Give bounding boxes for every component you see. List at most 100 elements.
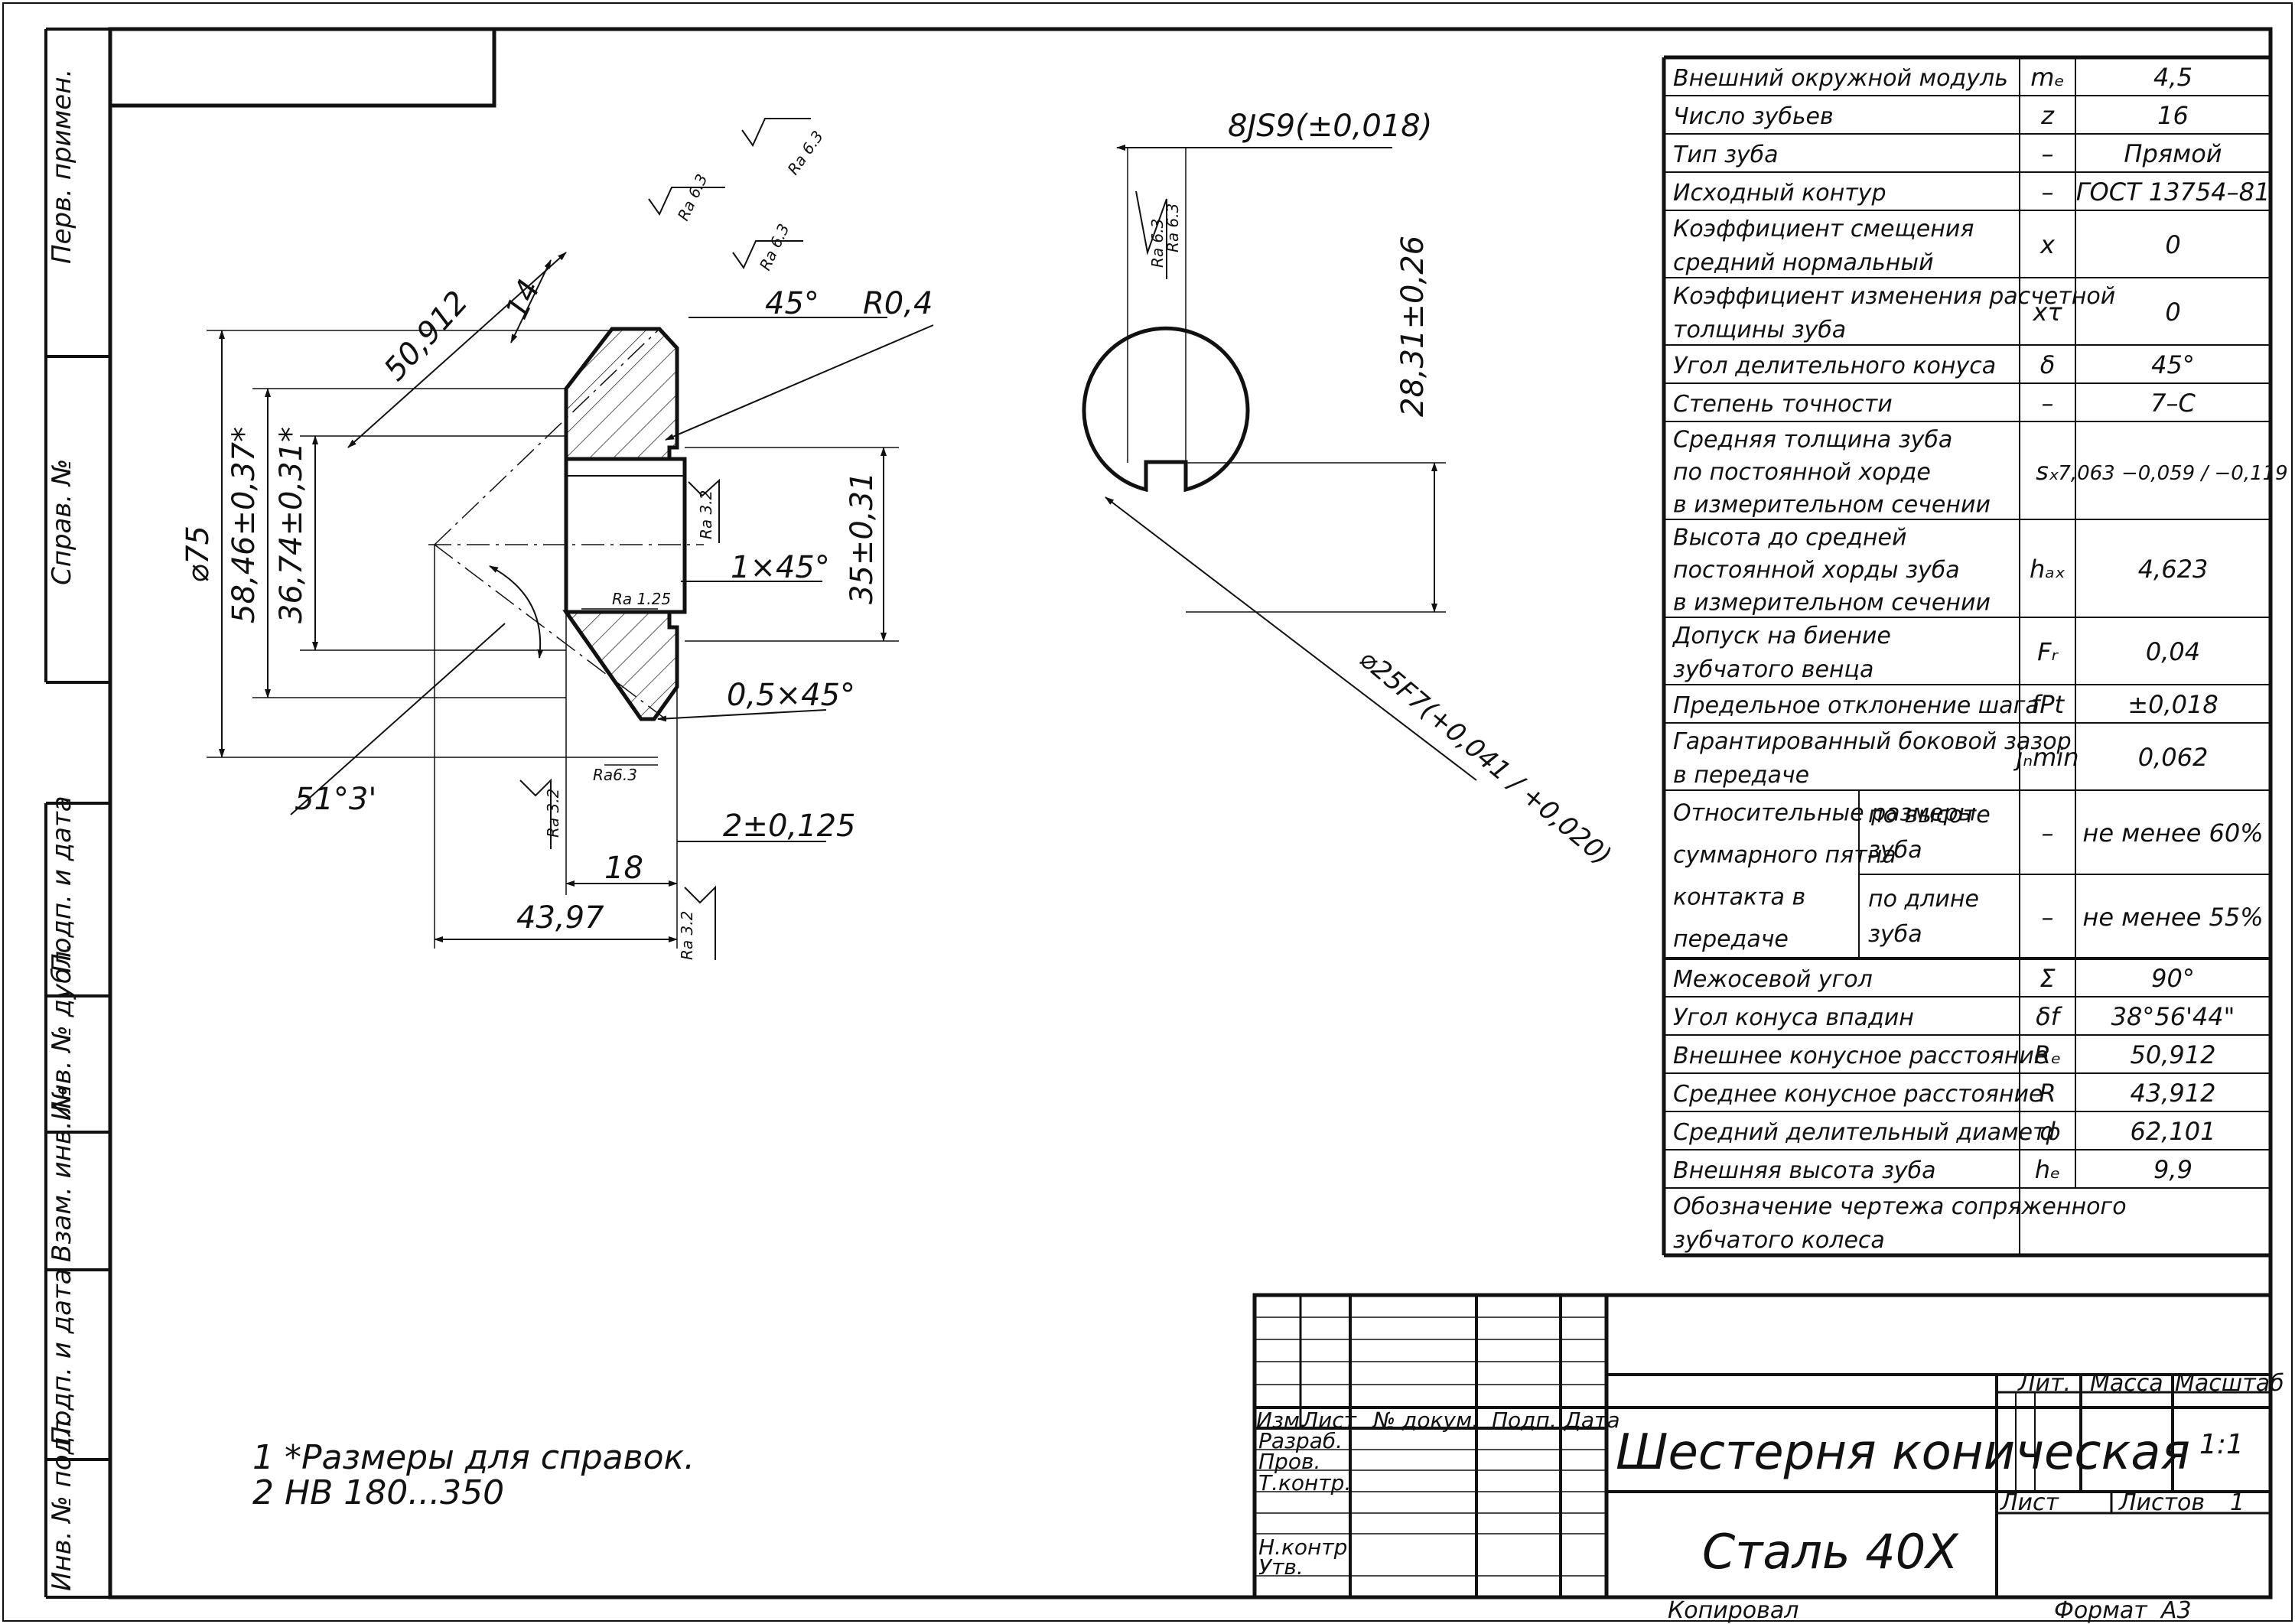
param-name: Тип зуба	[1673, 142, 1779, 168]
tb-row-nkontr: Н.контр.	[1258, 1535, 1354, 1560]
dim-cone-distance: 50,912	[377, 285, 475, 388]
param-value: 50,912	[2131, 1040, 2216, 1069]
stamp-sprav-no: Справ. №	[47, 459, 77, 585]
bore-circle	[1082, 326, 1250, 493]
tb-format: Формат	[2054, 1597, 2148, 1624]
param-value: 45°	[2151, 350, 2195, 379]
title-block	[1252, 1293, 2273, 1600]
pitch-cone-line-lower	[434, 544, 666, 720]
param-symbol: jₙmin	[2013, 743, 2079, 772]
param-symbol: sₓ	[2036, 457, 2059, 486]
param-symbol: mₑ	[2030, 63, 2065, 92]
left-margin-stamps	[44, 28, 110, 1599]
tb-sheets-count: 1	[2230, 1489, 2245, 1516]
dim-h2831: 28,31±0,26	[1395, 236, 1431, 417]
tb-row-razrab: Разраб.	[1258, 1428, 1343, 1453]
param-value: 0,04	[2146, 637, 2200, 666]
dim-ch1: 1×45°	[731, 550, 830, 585]
param-value: ГОСТ 13754–81	[2076, 177, 2271, 207]
stamp-perv-primen: Перв. примен.	[47, 69, 77, 264]
param-symbol: fPt	[2031, 690, 2066, 719]
dim-bore: ⌀25F7(+0,041 / +0,020)	[1353, 643, 1617, 871]
param-value: 62,101	[2131, 1117, 2216, 1146]
tb-col-doc: № докум.	[1372, 1408, 1479, 1433]
param-name: Внешний окружной модуль	[1673, 65, 2008, 92]
tb-format-val: А3	[2160, 1597, 2192, 1624]
rough-label-8: Ra 3.2	[678, 911, 696, 960]
gear-upper-section	[564, 327, 679, 461]
rough-label-1: Ra 6.3	[674, 171, 711, 223]
param-value: 0	[2165, 230, 2180, 259]
dim-cone-line	[347, 252, 567, 448]
stamp-inv-podl: Инв. № подл.	[47, 1411, 77, 1591]
param-symbol: –	[2042, 177, 2054, 207]
part-name: Шестерня коническая	[1616, 1424, 2190, 1481]
param-symbol: hₑ	[2035, 1155, 2061, 1184]
note-1: 1 *Размеры для справок.	[252, 1438, 695, 1477]
param-symbol: d	[2039, 1117, 2056, 1146]
tb-col-list: Лист	[1301, 1408, 1357, 1433]
param-value: 43,912	[2131, 1079, 2216, 1108]
tb-sheets: Листов	[2118, 1489, 2205, 1516]
stamp-inv-dubl: Инв. № дубл.	[47, 942, 77, 1121]
material: Сталь 40Х	[1702, 1524, 1959, 1580]
rough-label-9: Ra 6.3	[1148, 219, 1167, 268]
gear-bore-outline	[564, 457, 687, 614]
param-name: Угол делительного конуса	[1673, 353, 1996, 379]
dim-r04: R0,4	[863, 286, 933, 321]
drawing-frame	[108, 27, 2273, 1600]
gear-lower-section	[562, 610, 679, 721]
param-value: 4,623	[2138, 555, 2209, 584]
stamp-vzam-inv: Взам. инв. №	[47, 1085, 77, 1262]
param-symbol: –	[2042, 819, 2054, 848]
rough-label-7: Ra 3.2	[544, 789, 562, 838]
rough-label-5: Ra 1.25	[612, 590, 671, 608]
tb-col-podp: Подп.	[1492, 1408, 1557, 1433]
param-symbol: Rₑ	[2034, 1040, 2062, 1069]
param-name: Среднее конусное расстояние	[1673, 1081, 2043, 1108]
param-name: Внешнее конусное расстояние	[1673, 1043, 2048, 1069]
param-name: Число зубьев	[1673, 103, 1834, 130]
ch05-leader	[657, 709, 827, 722]
param-symbol: δf	[2036, 1002, 2063, 1031]
stamp-podp-data-2: Подп. и дата	[47, 1268, 77, 1446]
dim-d58: 58,46±0,37*	[226, 427, 262, 623]
dim-bore-line	[1105, 496, 1477, 781]
param-value: 38°56'44"	[2111, 1002, 2235, 1031]
param-name: Средний делительный диаметр	[1673, 1119, 2061, 1146]
gear-section-view: ⌀75 58,46±0,37* 36,74±0,31* 50,912 14 45…	[181, 118, 934, 960]
dim-ch05: 0,5×45°	[727, 678, 855, 713]
param-name: Предельное отклонение шага	[1673, 692, 2039, 719]
param-symbol: Fᵣ	[2037, 637, 2059, 666]
rough-sym-9	[1135, 190, 1167, 279]
dim-key: 8JS9(±0,018)	[1228, 109, 1432, 144]
param-value: 9,9	[2153, 1155, 2192, 1184]
param-symbol: –	[2042, 903, 2054, 932]
param-value: не менее 55%	[2082, 903, 2263, 932]
r04-leader	[665, 324, 934, 441]
rough-sym-7	[684, 885, 716, 960]
dim-d75: ⌀75	[181, 526, 216, 583]
tb-lit: Лит.	[2017, 1370, 2071, 1397]
param-value: Прямой	[2124, 139, 2222, 168]
param-name: Межосевой угол	[1673, 966, 1873, 993]
rough-label-4: Ra 3.2	[697, 490, 715, 539]
ang51-arc	[489, 565, 544, 659]
stamp-podp-data-1: Подп. и дата	[47, 796, 77, 973]
tb-copied: Копировал	[1668, 1597, 1799, 1624]
param-name: Угол конуса впадин	[1673, 1004, 1914, 1031]
tb-mass: Масса	[2090, 1370, 2163, 1397]
dim-l4397: 43,97	[516, 900, 604, 936]
param-value: 0,062	[2138, 743, 2209, 772]
param-symbol: z	[2040, 101, 2055, 130]
